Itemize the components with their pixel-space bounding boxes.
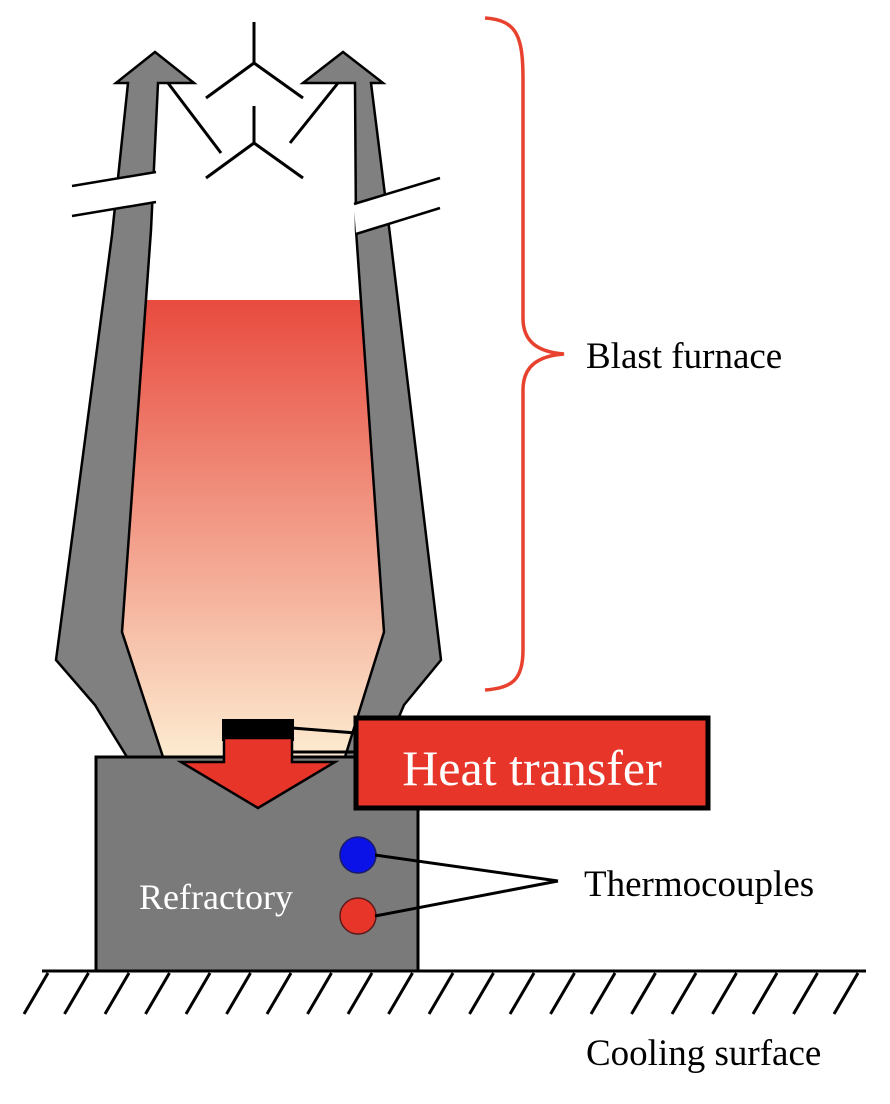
ground-hatch-line [103,972,131,1015]
cooling-surface-label: Cooling surface [586,1033,821,1074]
ground-hatch-line [549,972,576,1015]
wall-break-right [354,178,440,234]
refractory-label: Refractory [139,877,293,917]
molten-contents [122,300,384,757]
ground-hatch-line [670,972,698,1015]
ground-hatch-line [711,972,738,1015]
heat-arrow-cap [222,719,294,741]
blast-furnace-brace [484,16,565,692]
ground-hatch-line [184,972,212,1015]
ground-hatch-line [225,972,252,1015]
thermocouple-upper [339,836,377,874]
ground-hatch-line [427,972,455,1015]
ground-hatch-line [387,972,414,1015]
ground-hatch-line [630,972,657,1015]
ground-hatch-line [792,972,819,1015]
charging-symbols [166,22,340,180]
ground-hatch-line [63,972,90,1015]
heat-transfer-arrow [176,736,340,810]
ground-hatch-line [346,972,374,1015]
ground-hatch-line [22,972,50,1015]
heat-transfer-label-box [353,715,711,811]
blast-furnace-label: Blast furnace [586,336,782,377]
thermocouples-label: Thermocouples [584,864,814,905]
ground-hatch-line [589,972,617,1015]
ground-hatch-line [144,972,171,1015]
ground-hatch-line [751,972,779,1015]
ground-hatch-line [468,972,495,1015]
cooling-surface-ground [22,969,866,1015]
thermocouple-lower [339,897,377,935]
ground-hatch-line [306,972,333,1015]
ground-hatch-line [832,972,860,1015]
heat-transfer-label: Heat transfer [402,740,662,796]
ground-hatch-line [265,972,293,1015]
ground-hatch-line [508,972,536,1015]
